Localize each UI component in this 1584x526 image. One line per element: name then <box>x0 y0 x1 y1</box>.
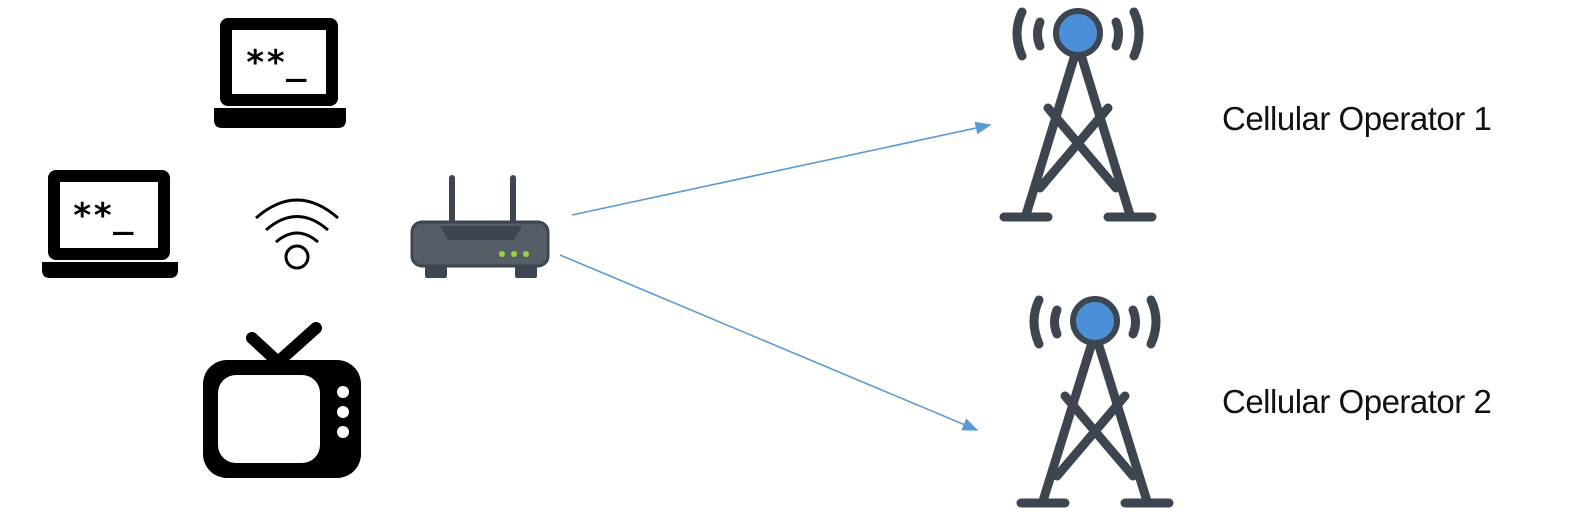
laptop-screen-text: **_ <box>72 196 134 236</box>
router-icon <box>410 175 550 278</box>
connection-arrow-operator-1 <box>571 121 992 216</box>
connection-arrow-operator-2 <box>559 254 979 431</box>
cell-tower-icon <box>999 7 1157 222</box>
tv-icon <box>203 322 361 478</box>
laptop-icon: **_ <box>42 170 178 278</box>
operator-label-2: Cellular Operator 2 <box>1222 383 1492 420</box>
laptop-screen-text: **_ <box>245 43 307 83</box>
laptop-icon: **_ <box>214 18 346 128</box>
operator-label-1: Cellular Operator 1 <box>1222 100 1492 137</box>
wifi-icon <box>255 198 339 270</box>
cell-tower-icon <box>1016 295 1174 508</box>
